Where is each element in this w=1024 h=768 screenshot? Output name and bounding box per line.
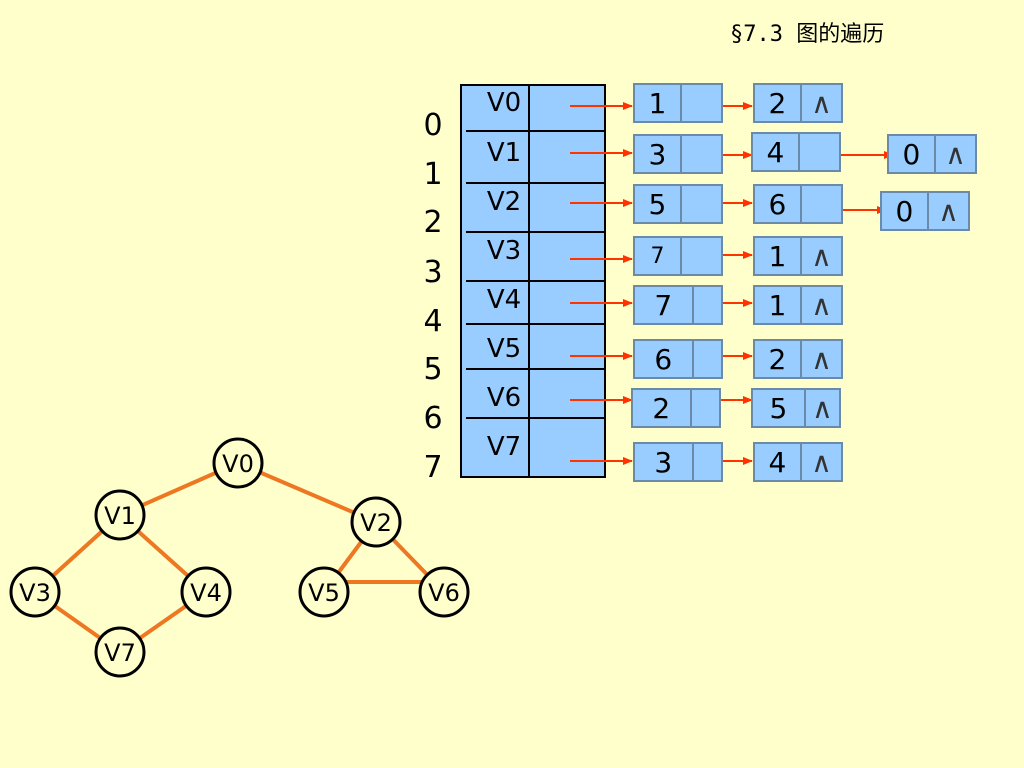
node-next [797,134,839,170]
index-5: 5 [423,352,443,387]
list-node: 1 ∧ [753,285,843,325]
graph-node: V3 [9,566,61,618]
node-next [679,136,721,172]
null-pointer-icon: ∧ [799,287,841,323]
table-row-divider [466,417,604,419]
list-node: 4 [751,132,841,172]
graph-node-label: V3 [19,579,51,607]
vertex-table [460,84,606,478]
list-node: 4 ∧ [753,442,843,482]
table-row-divider [466,182,604,184]
node-next [691,444,721,480]
graph-node: V5 [298,566,350,618]
node-vertex: 7 [650,243,665,269]
node-vertex: 2 [768,342,787,376]
null-pointer-icon: ∧ [799,444,841,480]
node-vertex: 6 [654,342,673,376]
graph-node: V0 [212,437,264,489]
graph-node-label: V4 [190,579,222,607]
node-vertex: 2 [768,86,787,120]
null-pointer-icon: ∧ [933,136,975,172]
list-node: 2 [631,388,721,428]
table-row-divider [466,280,604,282]
node-vertex: 0 [895,194,914,228]
graph-node-label: V7 [104,639,136,667]
list-node: 7 [633,285,723,325]
list-node: 1 ∧ [753,236,843,276]
node-vertex: 1 [648,86,667,120]
list-node: 5 ∧ [751,388,841,428]
table-row-divider [466,231,604,233]
node-vertex: 6 [768,187,787,221]
list-node: 2 ∧ [753,83,843,123]
node-vertex: 5 [648,187,667,221]
graph-node-label: V5 [308,579,340,607]
null-pointer-icon: ∧ [799,238,841,274]
node-vertex: 1 [768,239,787,273]
vertex-label-3: V3 [486,236,522,266]
index-6: 6 [423,401,443,436]
node-vertex: 4 [766,135,785,169]
graph-node: V6 [418,566,470,618]
vertex-label-0: V0 [486,88,522,118]
graph-node: V4 [180,566,232,618]
list-node: 6 [753,184,843,224]
index-3: 3 [423,255,443,290]
list-node: 3 [633,134,723,174]
index-4: 4 [423,304,443,339]
node-next [679,85,721,121]
node-vertex: 3 [654,445,673,479]
null-pointer-icon: ∧ [926,193,968,229]
page-title: §7.3 图的遍历 [730,22,885,47]
vertex-label-7: V7 [486,432,522,462]
list-node: 3 [633,442,723,482]
node-vertex: 1 [768,288,787,322]
node-vertex: 4 [768,445,787,479]
node-vertex: 5 [769,391,788,425]
list-node: 2 ∧ [753,339,843,379]
graph-node: V7 [94,626,146,678]
node-vertex: 7 [654,288,673,322]
node-vertex: 3 [648,137,667,171]
index-7: 7 [423,450,443,485]
node-vertex: 0 [902,137,921,171]
index-2: 2 [423,205,443,240]
node-next [689,390,719,426]
vertex-label-2: V2 [486,187,522,217]
list-node: 7 [633,236,723,276]
table-row-divider [466,368,604,370]
node-next [679,186,721,222]
node-next [799,186,841,222]
node-vertex: 2 [652,391,671,425]
null-pointer-icon: ∧ [803,390,839,426]
vertex-label-6: V6 [486,383,522,413]
graph-node-label: V1 [104,502,136,530]
table-row-divider [466,130,604,132]
vertex-label-1: V1 [486,138,522,168]
graph-node: V2 [350,496,402,548]
index-1: 1 [423,157,443,192]
null-pointer-icon: ∧ [799,85,841,121]
vertex-label-5: V5 [486,334,522,364]
index-0: 0 [423,108,443,143]
list-node: 0 ∧ [887,134,977,174]
node-next [691,341,721,377]
null-pointer-icon: ∧ [799,341,841,377]
list-node: 0 ∧ [880,191,970,231]
graph-node-label: V2 [360,509,392,537]
list-node: 5 [633,184,723,224]
graph-node-label: V6 [428,579,460,607]
table-row-divider [466,323,604,325]
node-next [679,238,721,274]
node-next [691,287,721,323]
vertex-label-4: V4 [486,285,522,315]
list-node: 1 [633,83,723,123]
graph-node-label: V0 [222,450,254,478]
list-node: 6 [633,339,723,379]
graph-node: V1 [94,489,146,541]
